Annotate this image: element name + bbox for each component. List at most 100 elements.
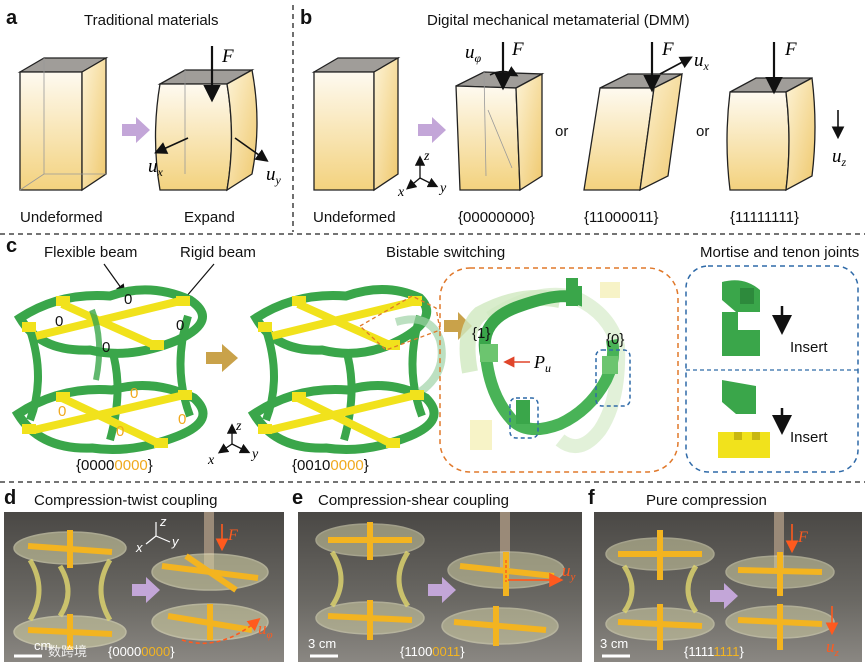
code-c2: {00100000} xyxy=(292,457,369,474)
panel-b-caption-2: {00000000} xyxy=(458,209,535,226)
code-f-orange: 1111 xyxy=(713,644,739,659)
code-c1-end: } xyxy=(148,457,153,474)
uy-label-e-u: u xyxy=(562,561,571,580)
code-c2-orange: 0000 xyxy=(330,457,363,474)
uphi-label-b: uφ xyxy=(465,42,482,65)
rigid-beam-label: Rigid beam xyxy=(180,244,256,261)
state-0-label: {0} xyxy=(606,331,624,348)
code-d-end: } xyxy=(170,644,175,659)
zero-c1-g: 0 xyxy=(178,411,186,428)
pu-label-sub: u xyxy=(545,361,551,375)
insert-label-1: Insert xyxy=(790,339,828,356)
uz-label-b: uz xyxy=(832,146,847,169)
flexible-beam-label: Flexible beam xyxy=(44,244,137,261)
tenon-joint-2 xyxy=(718,380,770,458)
uz-label-b-sub: z xyxy=(841,155,847,169)
zero-c1-h: 0 xyxy=(116,423,124,440)
zero-c1-e: 0 xyxy=(130,385,138,402)
force-label-b3: F xyxy=(784,39,797,60)
metamaterial-cell-2 xyxy=(254,289,442,449)
code-d: {00000000} xyxy=(108,644,175,659)
panel-e-letter: e xyxy=(292,487,303,509)
code-c1: {00000000} xyxy=(76,457,153,474)
uy-label-a-u: u xyxy=(266,164,276,185)
code-e: {11000011} xyxy=(400,644,465,659)
arrow-purple-b xyxy=(418,117,446,143)
force-label-d: F xyxy=(227,527,238,544)
force-label-f: F xyxy=(797,529,808,546)
axis-y-c: y xyxy=(250,447,259,462)
panel-b: b Digital mechanical metamaterial (DMM) … xyxy=(300,7,847,226)
flexible-beam-pointer xyxy=(104,264,124,292)
force-label-b2: F xyxy=(661,39,674,60)
insert-label-2: Insert xyxy=(790,429,828,446)
uy-label-a: uy xyxy=(266,164,282,187)
state-1-label: {1} xyxy=(472,325,490,342)
panel-f-letter: f xyxy=(588,487,595,509)
tenon-joint-1 xyxy=(722,280,760,356)
panel-d-title: Compression-twist coupling xyxy=(34,492,217,509)
axis-x-d: x xyxy=(135,540,143,555)
uphi-label-d-u: u xyxy=(258,619,267,638)
or-2: or xyxy=(696,123,709,140)
panel-e: e Compression-shear coupling uy 3 cm {11… xyxy=(292,487,582,662)
mortise-box xyxy=(686,266,858,472)
axis-triad-b: z x y xyxy=(397,149,447,200)
uphi-label-b-sub: φ xyxy=(475,51,482,65)
axis-x-c: x xyxy=(207,453,215,468)
panel-a-caption-left: Undeformed xyxy=(20,209,103,226)
uphi-label-b-u: u xyxy=(465,42,475,63)
axis-z-c: z xyxy=(235,419,242,434)
axis-triad-c: z x y xyxy=(207,419,259,468)
axis-x-b: x xyxy=(397,185,405,200)
panel-b-letter: b xyxy=(300,7,312,29)
uy-label-e-sub: y xyxy=(570,571,576,583)
uz-label-b-u: u xyxy=(832,146,842,167)
uz-label-f-sub: z xyxy=(834,647,840,659)
code-f-black: {1111 xyxy=(684,644,714,659)
uz-label-f-u: u xyxy=(826,637,835,656)
panel-a-title: Traditional materials xyxy=(84,12,219,29)
pu-label-p: P xyxy=(533,352,545,372)
code-f: {11111111} xyxy=(684,644,744,659)
panel-a-caption-right: Expand xyxy=(184,209,235,226)
zero-c1-a: 0 xyxy=(124,291,132,308)
pu-label: Pu xyxy=(533,352,551,375)
axis-z-b: z xyxy=(423,149,430,164)
mortise-title: Mortise and tenon joints xyxy=(700,244,859,261)
arrow-purple-a xyxy=(122,117,150,143)
force-label-a: F xyxy=(221,46,234,67)
metamaterial-cell-1 xyxy=(18,290,203,450)
twist-box xyxy=(456,72,542,190)
ux-label-a-sub: x xyxy=(157,165,164,179)
code-d-black: {0000 xyxy=(108,644,141,659)
panel-c: c Flexible beam Rigid beam xyxy=(6,235,859,474)
panel-e-title: Compression-shear coupling xyxy=(318,492,509,509)
zero-c1-d: 0 xyxy=(102,339,110,356)
panel-b-title: Digital mechanical metamaterial (DMM) xyxy=(427,12,690,29)
code-f-end: } xyxy=(739,644,744,659)
undeformed-box-b xyxy=(314,58,398,190)
uy-label-a-sub: y xyxy=(275,173,282,187)
zero-c1-c: 0 xyxy=(176,317,184,334)
panel-f-title: Pure compression xyxy=(646,492,767,509)
code-c2-end: } xyxy=(364,457,369,474)
ux-label-b-u: u xyxy=(694,50,704,71)
code-c1-orange: 0000 xyxy=(114,457,147,474)
shear-box xyxy=(584,74,682,190)
panel-a: a Traditional materials Undeformed F ux … xyxy=(6,7,282,226)
panel-b-caption-4: {11111111} xyxy=(730,209,799,226)
scale-label-f: 3 cm xyxy=(600,636,628,651)
expanded-box xyxy=(156,70,258,190)
panel-b-caption-3: {11000011} xyxy=(584,209,659,226)
panel-a-letter: a xyxy=(6,7,18,29)
code-c1-black: {0000 xyxy=(76,457,114,474)
axis-z-d: z xyxy=(159,514,167,529)
code-e-black: {1100 xyxy=(400,644,432,659)
zero-c1-b: 0 xyxy=(55,313,63,330)
arrow-gold-c1 xyxy=(206,344,238,372)
undeformed-box xyxy=(20,58,106,190)
zero-c1-f: 0 xyxy=(58,403,66,420)
panel-f: f Pure compression F uz 3 cm {1111111 xyxy=(588,487,862,662)
